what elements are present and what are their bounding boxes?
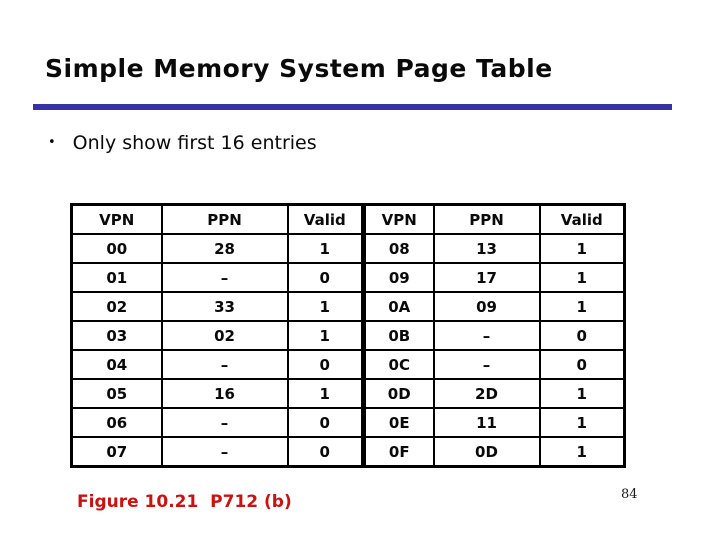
table-cell: – — [160, 407, 289, 438]
column-header-vpn-right: VPN — [361, 203, 435, 235]
table-cell: 11 — [432, 407, 541, 438]
table-row: 06 – 0 0E 11 1 — [70, 407, 626, 438]
table-row: 01 – 0 09 17 1 — [70, 262, 626, 293]
bullet-icon: • — [48, 135, 56, 150]
column-header-ppn-left: PPN — [160, 203, 289, 235]
table-row: 00 28 1 08 13 1 — [70, 233, 626, 264]
table-cell: 0 — [538, 349, 626, 380]
figure-caption: Figure 10.21 P712 (b) — [77, 492, 292, 512]
table-cell: 0 — [286, 349, 365, 380]
table-cell: 1 — [286, 291, 365, 322]
column-header-valid-left: Valid — [286, 203, 365, 235]
bullet-line: • Only show first 16 entries — [48, 132, 317, 154]
table-cell: 0C — [361, 349, 435, 380]
table-cell: 00 — [70, 233, 163, 264]
table-cell: – — [432, 349, 541, 380]
table-cell: 04 — [70, 349, 163, 380]
table-cell: 28 — [160, 233, 289, 264]
title-underline-rule — [33, 104, 672, 110]
table-cell: 02 — [160, 320, 289, 351]
column-header-valid-right: Valid — [538, 203, 626, 235]
table-cell: – — [160, 349, 289, 380]
table-cell: 05 — [70, 378, 163, 409]
table-row: 03 02 1 0B – 0 — [70, 320, 626, 351]
table-cell: 0 — [538, 320, 626, 351]
table-cell: 0A — [361, 291, 435, 322]
page-number: 84 — [621, 487, 638, 502]
table-cell: 1 — [538, 291, 626, 322]
page-table: VPN PPN Valid VPN PPN Valid 00 28 1 08 1… — [70, 203, 626, 468]
table-cell: – — [160, 436, 289, 468]
table-cell: 07 — [70, 436, 163, 468]
table-cell: – — [160, 262, 289, 293]
table-row: 07 – 0 0F 0D 1 — [70, 436, 626, 468]
table-cell: 0D — [361, 378, 435, 409]
table-cell: 1 — [286, 233, 365, 264]
table-cell: 0 — [286, 436, 365, 468]
table-row: 05 16 1 0D 2D 1 — [70, 378, 626, 409]
table-cell: 09 — [432, 291, 541, 322]
table-cell: 0 — [286, 262, 365, 293]
table-cell: 1 — [538, 233, 626, 264]
table-cell: 02 — [70, 291, 163, 322]
table-header-row: VPN PPN Valid VPN PPN Valid — [70, 203, 626, 235]
column-header-vpn-left: VPN — [70, 203, 163, 235]
table-cell: 1 — [286, 320, 365, 351]
table-cell: 1 — [538, 262, 626, 293]
table-cell: – — [432, 320, 541, 351]
table-cell: 1 — [538, 436, 626, 468]
column-header-ppn-right: PPN — [432, 203, 541, 235]
table-cell: 06 — [70, 407, 163, 438]
table-cell: 01 — [70, 262, 163, 293]
table-cell: 1 — [286, 378, 365, 409]
table-cell: 03 — [70, 320, 163, 351]
table-cell: 16 — [160, 378, 289, 409]
table-cell: 0 — [286, 407, 365, 438]
table-cell: 1 — [538, 407, 626, 438]
table-cell: 2D — [432, 378, 541, 409]
table-cell: 13 — [432, 233, 541, 264]
table-cell: 0B — [361, 320, 435, 351]
table-cell: 33 — [160, 291, 289, 322]
table-cell: 0E — [361, 407, 435, 438]
table-cell: 1 — [538, 378, 626, 409]
table-row: 04 – 0 0C – 0 — [70, 349, 626, 380]
page-title: Simple Memory System Page Table — [45, 54, 553, 83]
table-cell: 08 — [361, 233, 435, 264]
table-cell: 09 — [361, 262, 435, 293]
table-row: 02 33 1 0A 09 1 — [70, 291, 626, 322]
bullet-text: Only show first 16 entries — [72, 132, 317, 154]
table-cell: 0F — [361, 436, 435, 468]
table-cell: 17 — [432, 262, 541, 293]
table-cell: 0D — [432, 436, 541, 468]
